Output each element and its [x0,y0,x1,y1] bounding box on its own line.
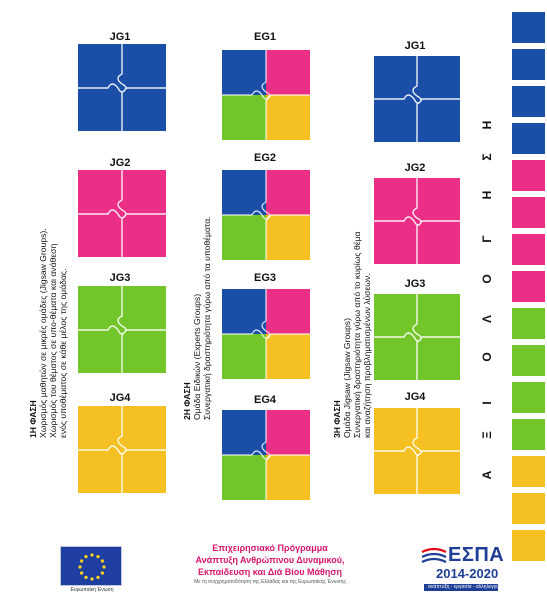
strip-cell-yellow [512,456,545,487]
puzzle-strip [512,12,547,572]
espa-years: 2014-2020 [436,566,499,581]
strip-cell-magenta [512,234,545,265]
program-line-4: Με τη συγχρηματοδότηση της Ελλάδας και τ… [194,579,346,585]
program-line-1: Επιχειρησιακό Πρόγραμμα [212,543,328,553]
strip-cell-yellow [512,493,545,524]
strip-cell-blue [512,86,545,117]
phase1-line4: ενός υποθέματος σε κάθε μέλος της ομάδας… [58,268,68,438]
group-label-jg2-right: JG2 [404,162,426,174]
strip-cell-blue [512,49,545,80]
puzzle-jg2-right [374,178,460,264]
espa-word: ΕΣΠΑ [448,544,505,566]
phase3-line4: και αναζήτηση προβληματισμένων λύσεων. [362,273,372,438]
group-label-jg2-left: JG2 [109,157,131,169]
group-label-jg3-left: JG3 [109,272,131,284]
espa-tagline: ανάπτυξη - εργασία - αλληλεγγύη [428,584,502,590]
puzzle-mixed-icon [222,170,310,260]
puzzle-mixed-icon [222,289,310,379]
program-line-2: Ανάπτυξη Ανθρώπινου Δυναμικού, [195,555,345,565]
strip-cell-magenta [512,197,545,228]
strip-letter-4: Ο [480,352,494,362]
puzzle-eg3 [222,289,310,379]
program-line-3: Εκπαίδευση και Διά Βίου Μάθηση [197,567,343,577]
strip-cell-green [512,308,545,339]
strip-letter-10: Η [480,120,494,130]
strip-letter-3: Ι [480,401,494,405]
group-label-eg1: EG1 [253,31,276,43]
puzzle-green-icon [374,294,460,380]
phase2-line3: Συνεργατική δραστηριότητα γύρω από τα υπ… [202,216,212,420]
strip-cell-green [512,382,545,413]
puzzle-jg1-left [78,44,166,131]
puzzle-eg2 [222,170,310,260]
phase1-line3: Χωρισμός του θέματος σε υπο-θέματα και α… [48,243,58,438]
phase3-line2: Ομάδα Jigsaw (Jigsaw Groups) [342,318,352,438]
puzzle-green-icon [78,286,166,373]
phase1-text: 1Η ΦΑΣΗ Χωρισμός μαθητών σε μικρές ομάδε… [28,108,68,438]
puzzle-blue-icon [78,44,166,131]
group-label-jg4-right: JG4 [404,391,426,403]
operational-program: Επιχειρησιακό Πρόγραμμα Ανάπτυξη Ανθρώπι… [140,542,400,587]
phase3-line1: 3Η ΦΑΣΗ [332,400,342,438]
phase1-line1: 1Η ΦΑΣΗ [28,400,38,438]
puzzle-eg1 [222,50,310,140]
puzzle-blue-icon [374,56,460,142]
puzzle-jg3-left [78,286,166,373]
group-label-eg2: EG2 [253,152,276,164]
puzzle-eg4 [222,410,310,500]
strip-letter-5: Λ [480,315,494,324]
group-label-jg1-left: JG1 [109,31,131,43]
puzzle-mixed-icon [222,410,310,500]
eu-flag-icon [60,546,122,586]
puzzle-jg2-left [78,170,166,257]
group-label-eg3: EG3 [253,272,276,284]
footer-logos: Ευρωπαϊκή Ένωση Επιχειρησιακό Πρόγραμμα … [0,538,547,599]
espa-stripes-icon [421,547,447,563]
strip-cell-green [512,419,545,450]
phase2-line1: 2Η ΦΑΣΗ [182,382,192,420]
strip-cell-blue [512,12,545,43]
espa-bar [424,584,498,591]
puzzle-jg3-right [374,294,460,380]
strip-letter-8: Η [480,190,494,200]
strip-letter-2: Ξ [480,431,494,439]
strip-letter-6: Ο [480,274,494,284]
espa-logo: ΕΣΠΑ 2014-2020 ανάπτυξη - εργασία - αλλη… [420,544,510,594]
strip-letter-1: Α [480,470,494,480]
group-label-jg1-right: JG1 [404,40,426,52]
strip-cell-yellow [512,530,545,561]
strip-cell-magenta [512,271,545,302]
strip-letter-7: Γ [480,235,494,243]
phase3-text: 3Η ΦΑΣΗ Ομάδα Jigsaw (Jigsaw Groups) Συν… [332,138,372,439]
puzzle-magenta-icon [374,178,460,264]
group-label-eg4: EG4 [253,394,276,406]
strip-cell-blue [512,123,545,154]
strip-letter-9: Σ [480,153,494,161]
group-label-jg3-right: JG3 [404,278,426,290]
puzzle-yellow-icon [374,408,460,494]
eu-caption: Ευρωπαϊκή Ένωση [70,587,114,593]
puzzle-jg1-right [374,56,460,142]
strip-cell-magenta [512,160,545,191]
eu-stars-icon [78,553,106,581]
strip-cell-green [512,345,545,376]
puzzle-yellow-icon [78,406,166,493]
group-label-jg4-left: JG4 [109,392,131,404]
phase1-line2: Χωρισμός μαθητών σε μικρές ομάδες (Jigsa… [38,228,48,438]
puzzle-magenta-icon [78,170,166,257]
phase2-line2: Ομάδα Ειδικών (Experts Groups) [192,293,202,420]
puzzle-jg4-right [374,408,460,494]
phase2-text: 2Η ΦΑΣΗ Ομάδα Ειδικών (Experts Groups) Σ… [182,120,212,420]
puzzle-jg4-left [78,406,166,493]
phase3-line3: Συνεργατική δραστηριότητα γύρω από το κυ… [352,231,362,439]
puzzle-mixed-icon [222,50,310,140]
